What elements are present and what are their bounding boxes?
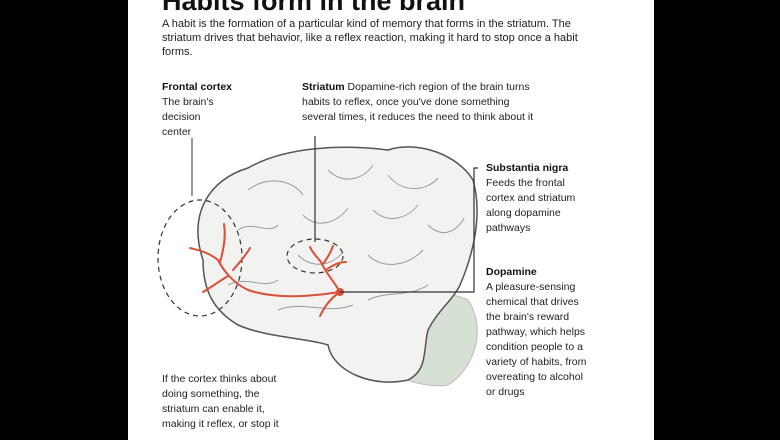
substantia-nigra-line: pathways [486, 222, 531, 234]
substantia-nigra-label: Substantia nigra Feeds the frontal corte… [486, 161, 575, 236]
striatum-line-3: several times, it reduces the need to th… [302, 111, 534, 123]
dopamine-line: variety of habits, from [486, 356, 587, 368]
substantia-nigra-line: Feeds the frontal [486, 177, 565, 189]
page-title: Habits form in the brain [162, 0, 466, 16]
striatum-region [286, 238, 344, 274]
dopamine-pathways [189, 223, 347, 317]
cortex-note-line: striatum can enable it, [162, 403, 265, 415]
frontal-cortex-label: Frontal cortex The brain's decision cent… [162, 80, 232, 140]
frontal-cortex-line: The brain's [162, 96, 214, 108]
dopamine-line: A pleasure-sensing [486, 281, 576, 293]
dopamine-line: or drugs [486, 386, 525, 398]
striatum-label: Striatum Dopamine-rich region of the bra… [302, 80, 632, 125]
dopamine-heading: Dopamine [486, 266, 537, 278]
dopamine-line: the brain's reward [486, 311, 570, 323]
intro-text: A habit is the formation of a particular… [162, 18, 578, 58]
infographic-panel: Habits form in the brain A habit is the … [128, 0, 654, 440]
brain-diagram [157, 136, 478, 387]
dopamine-line: pathway, which helps [486, 326, 586, 338]
frontal-cortex-heading: Frontal cortex [162, 81, 233, 93]
substantia-nigra-leader [340, 167, 478, 293]
dopamine-line: condition people to a [486, 341, 583, 353]
dopamine-line: overeating to alcohol [486, 371, 583, 383]
striatum-heading: Striatum [302, 81, 345, 93]
dopamine-label: Dopamine A pleasure-sensing chemical tha… [486, 265, 586, 400]
frontal-cortex-line: decision [162, 111, 201, 123]
cortex-note: If the cortex thinks about doing somethi… [162, 372, 279, 432]
cortex-note-line: If the cortex thinks about [162, 373, 277, 385]
dopamine-line: chemical that drives [486, 296, 579, 308]
frontal-cortex-line: center [162, 126, 192, 138]
substantia-nigra-line: along dopamine [486, 207, 561, 219]
striatum-text: Dopamine-rich region of the brain turns [347, 81, 530, 93]
striatum-line-2: habits to reflex, once you've done somet… [302, 96, 510, 108]
substantia-nigra-heading: Substantia nigra [486, 162, 569, 174]
substantia-nigra-line: cortex and striatum [486, 192, 576, 204]
cortex-note-line: making it reflex, or stop it [162, 418, 279, 430]
striatum-line-1: Striatum Dopamine-rich region of the bra… [302, 80, 632, 95]
cortex-note-line: doing something, the [162, 388, 260, 400]
